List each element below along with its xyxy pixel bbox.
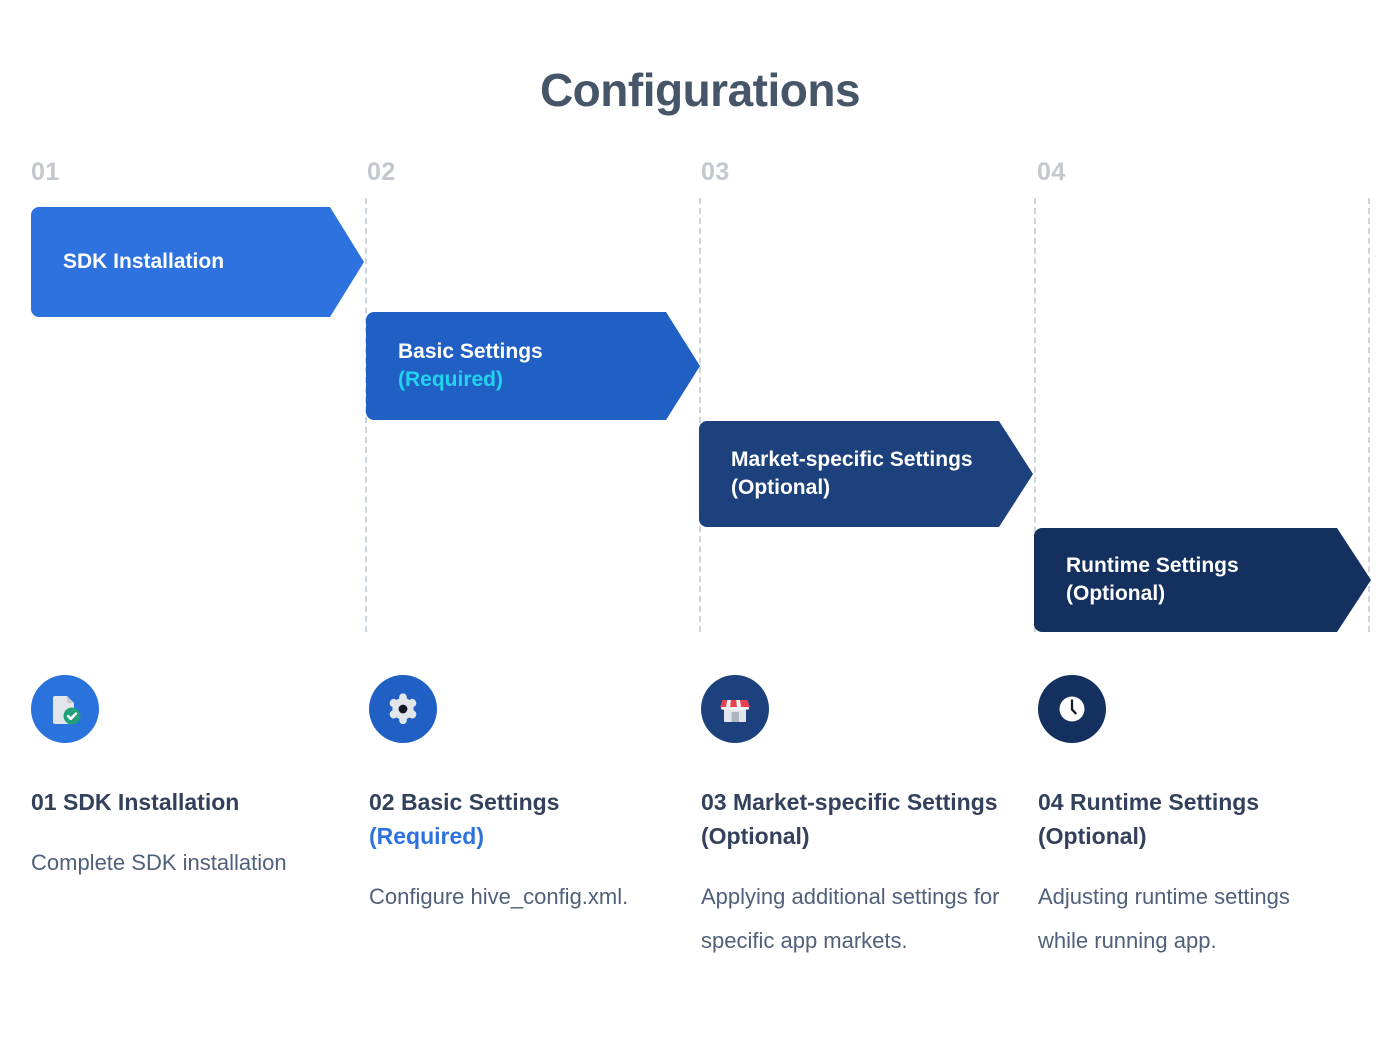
arrow-step-02-label: Basic Settings (Required): [366, 338, 583, 395]
step-detail-03-body: Applying additional settings for specifi…: [701, 884, 1000, 953]
arrow-step-02[interactable]: Basic Settings (Required): [366, 312, 700, 420]
step-detail-02-body: Configure hive_config.xml.: [369, 884, 629, 910]
step-detail-03: 03 Market-specific Settings (Optional) A…: [701, 785, 1001, 962]
document-check-icon: [31, 675, 99, 743]
step-detail-04: 04 Runtime Settings (Optional) Adjusting…: [1038, 785, 1338, 962]
step-detail-01-body: Complete SDK installation: [31, 850, 287, 876]
arrow-step-02-title: Basic Settings: [398, 339, 543, 363]
arrow-step-04-label: Runtime Settings (Optional): [1034, 552, 1279, 609]
step-number-02: 02: [367, 158, 396, 186]
guide-line-3: [1034, 198, 1036, 632]
arrow-step-03-label: Market-specific Settings (Optional): [699, 446, 1013, 503]
arrow-step-02-subtitle: (Required): [398, 368, 503, 391]
arrow-step-03-title: Market-specific Settings: [731, 447, 973, 471]
arrow-step-03-subtitle: (Optional): [731, 476, 831, 499]
guide-line-4: [1368, 198, 1370, 632]
step-number-01: 01: [31, 158, 60, 186]
storefront-icon: [701, 675, 769, 743]
arrow-step-01[interactable]: SDK Installation: [31, 207, 364, 317]
guide-line-2: [699, 198, 701, 632]
arrow-step-04[interactable]: Runtime Settings (Optional): [1034, 528, 1371, 632]
step-detail-03-heading: 03 Market-specific Settings (Optional): [701, 789, 998, 850]
gear-icon: [369, 675, 437, 743]
step-detail-02-heading: 02 Basic Settings (Required): [369, 785, 669, 853]
arrow-step-01-label: SDK Installation: [31, 248, 264, 276]
step-number-04: 04: [1037, 158, 1066, 186]
step-detail-02-heading-text: 02 Basic Settings: [369, 789, 560, 815]
arrow-step-01-title: SDK Installation: [63, 249, 225, 273]
step-detail-01: 01 SDK Installation Complete SDK install…: [31, 785, 331, 885]
step-number-03: 03: [701, 158, 730, 186]
step-detail-04-body: Adjusting runtime settings while running…: [1038, 884, 1290, 953]
step-detail-02: 02 Basic Settings (Required) Configure h…: [369, 785, 669, 919]
arrow-step-04-subtitle: (Optional): [1066, 582, 1166, 605]
step-detail-04-heading: 04 Runtime Settings (Optional): [1038, 789, 1260, 850]
page-title: Configurations: [539, 64, 861, 116]
arrow-step-04-title: Runtime Settings: [1066, 553, 1239, 577]
arrow-step-03[interactable]: Market-specific Settings (Optional): [699, 421, 1033, 527]
clock-icon: [1038, 675, 1106, 743]
step-detail-02-required-tag: (Required): [369, 823, 484, 850]
step-detail-01-heading: 01 SDK Installation: [31, 789, 240, 815]
